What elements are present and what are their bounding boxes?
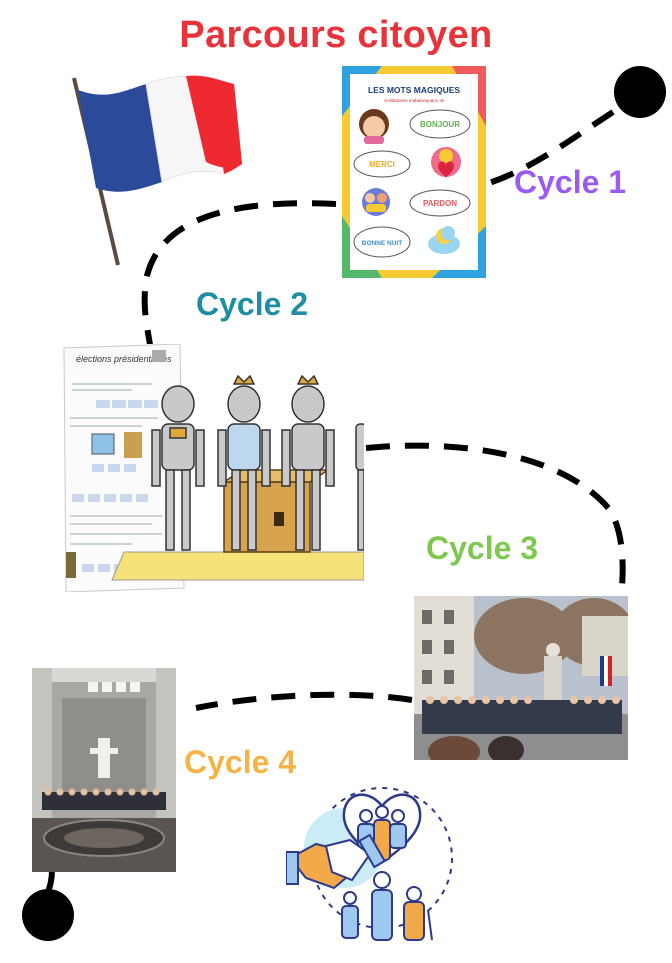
- heart-angel-icon: [431, 147, 461, 178]
- path-segment-1: [485, 109, 615, 187]
- poster-subtitle: Solidarlaine mabaisequanz.sk: [384, 98, 445, 103]
- robot-election-image: élections présidentielles: [62, 344, 364, 592]
- war-memorial-statue: [544, 643, 562, 714]
- girl-face-icon: [359, 109, 389, 144]
- france-flag-icon: [72, 75, 242, 266]
- handshake-family-heart-icon: [286, 787, 453, 941]
- voting-platform: [111, 551, 364, 581]
- worksheet-heading: élections présidentielles: [76, 354, 172, 364]
- word-pardon: PARDON: [423, 199, 457, 208]
- cycle-3-label: Cycle 3: [426, 530, 539, 566]
- path-start-dot: [614, 66, 666, 118]
- cycle-1-label: Cycle 1: [514, 164, 627, 200]
- poster-title: LES MOTS MAGIQUES: [368, 85, 460, 95]
- crowd: [422, 696, 622, 734]
- word-bonne-nuit: BONNE NUIT: [362, 240, 402, 247]
- cycle-4-label: Cycle 4: [184, 744, 297, 780]
- word-bonjour: BONJOUR: [420, 120, 460, 129]
- path-segment-4: [195, 691, 413, 711]
- commemoration-photo: [414, 596, 628, 760]
- path-end-dot: [22, 889, 74, 941]
- cycle-2-label: Cycle 2: [196, 286, 309, 322]
- french-flags: [600, 656, 612, 686]
- poster-mots-magiques: LES MOTS MAGIQUES Solidarlaine mabaisequ…: [342, 66, 486, 278]
- moon-cloud-icon: [428, 226, 460, 254]
- path-segment-3: [365, 442, 626, 587]
- page-title: Parcours citoyen: [179, 14, 493, 56]
- handshake: [286, 833, 387, 890]
- path-segment-5: [45, 869, 55, 893]
- student-group: [42, 788, 166, 810]
- path-segment-2: [141, 200, 337, 346]
- memorial-crypt-photo: [32, 668, 176, 872]
- robot-voter-icon: [151, 374, 364, 551]
- election-worksheet: élections présidentielles: [63, 344, 185, 592]
- word-merci: MERCI: [369, 160, 395, 169]
- hug-icon: [362, 188, 390, 216]
